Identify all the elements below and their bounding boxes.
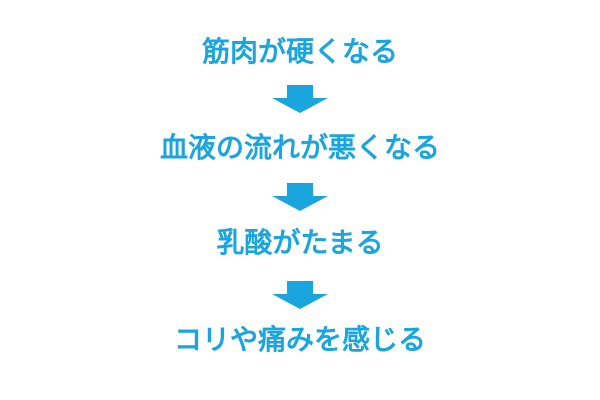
- flow-step-4: コリや痛みを感じる: [173, 323, 426, 356]
- down-arrow-icon: [272, 183, 328, 211]
- flow-step-1: 筋肉が硬くなる: [201, 35, 398, 68]
- down-arrow-shape: [272, 85, 328, 113]
- down-arrow-shape: [272, 281, 328, 309]
- down-arrow-icon: [272, 281, 328, 309]
- flow-step-2: 血液の流れが悪くなる: [159, 131, 440, 164]
- down-arrow-shape: [272, 183, 328, 211]
- down-arrow-icon: [272, 85, 328, 113]
- flow-step-3: 乳酸がたまる: [216, 226, 384, 259]
